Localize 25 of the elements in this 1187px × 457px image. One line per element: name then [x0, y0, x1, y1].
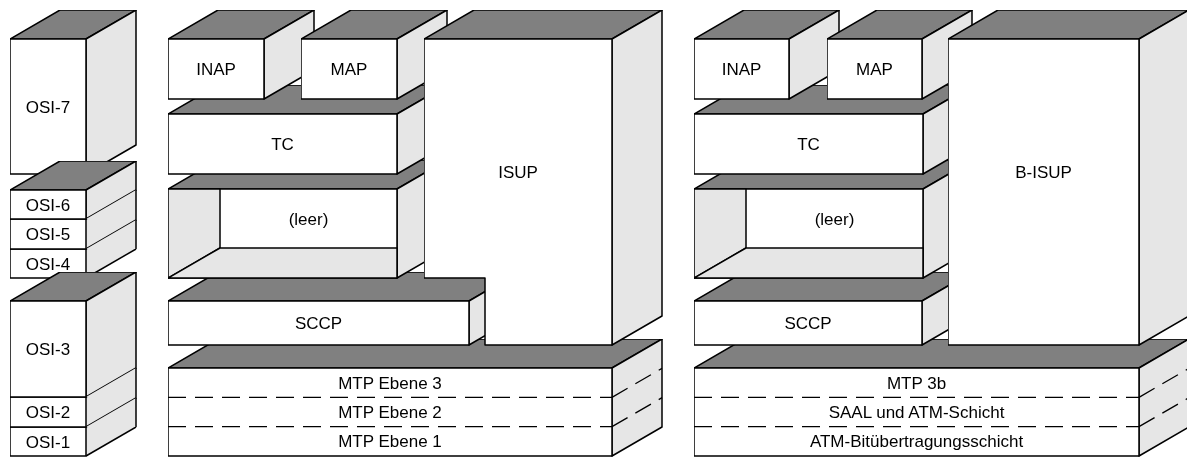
layer-label: MTP 3b — [886, 374, 947, 392]
layer-label: MAP — [856, 60, 893, 78]
layer-label: OSI-5 — [25, 225, 71, 243]
layer-label: SCCP — [784, 314, 832, 332]
layer-label: ATM-Bitübertragungsschicht — [809, 432, 1024, 450]
layer-label: (leer) — [288, 210, 329, 227]
layer-label: OSI-6 — [25, 196, 71, 213]
layer-label: MAP — [330, 60, 368, 78]
layer-label: OSI-7 — [25, 98, 71, 115]
layer-label: OSI-2 — [25, 403, 71, 421]
layer-label: (leer) — [814, 210, 855, 227]
layer-label: TC — [797, 135, 820, 153]
layer-label: ISUP — [498, 163, 538, 181]
layer-label: B-ISUP — [1015, 163, 1072, 181]
layer-label: SAAL und ATM-Schicht — [828, 403, 1005, 421]
layer-label: OSI-4 — [25, 255, 71, 272]
layer-label: MTP Ebene 2 — [338, 403, 442, 421]
layer-label: SCCP — [294, 314, 343, 332]
layer-label: OSI-1 — [25, 433, 71, 450]
layer-label: OSI-3 — [25, 340, 71, 358]
layer-label: INAP — [721, 60, 762, 78]
layer-label: MTP Ebene 3 — [338, 374, 442, 392]
layer-label: TC — [271, 135, 294, 153]
layer-label: MTP Ebene 1 — [338, 432, 442, 450]
layer-label: INAP — [196, 60, 236, 78]
